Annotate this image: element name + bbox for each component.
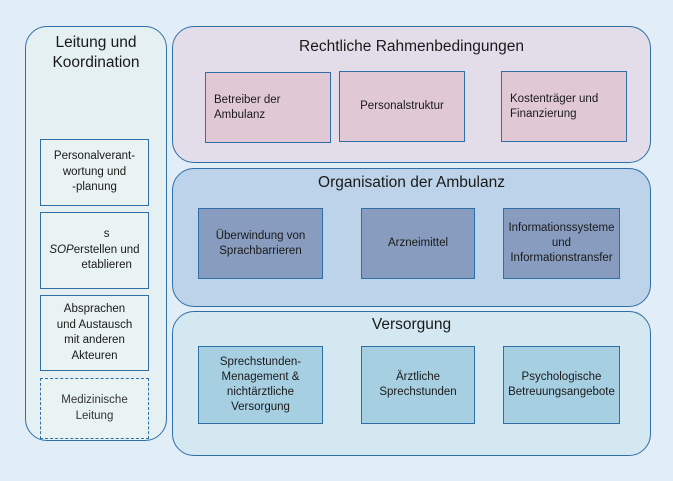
box-staff-structure: Personalstruktur [339,71,465,142]
section-title-organization: Organisation der Ambulanz [318,174,505,191]
box-funding: Kostenträger und Finanzierung [501,71,627,142]
box-language-barriers: Überwindung von Sprachbarrieren [198,208,323,279]
box-medication: Arzneimittel [361,208,475,279]
leadership-item-coordination: Absprachen und Austausch mit anderen Akt… [40,295,149,371]
leadership-title: Leitung und Koordination [52,34,140,71]
sop-abbreviation: SOP [49,243,74,256]
box-medical-consultations: Ärztliche Sprechstunden [361,346,475,424]
leadership-item-medical-lead: Medizinische Leitung [40,378,149,439]
section-title-care: Versorgung [371,316,452,333]
box-consultation-management: Sprechstunden- Menagement & nichtärztlic… [198,346,323,424]
leadership-item-staff: Personalverant- wortung und -planung [40,139,149,206]
box-information-systems: Informationssysteme und Informationstran… [503,208,620,279]
box-psychological-support: Psychologische Betreuungsangebote [503,346,620,424]
section-title-legal: Rechtliche Rahmenbedingungen [299,38,524,55]
box-operator: Betreiber der Ambulanz [205,72,331,143]
